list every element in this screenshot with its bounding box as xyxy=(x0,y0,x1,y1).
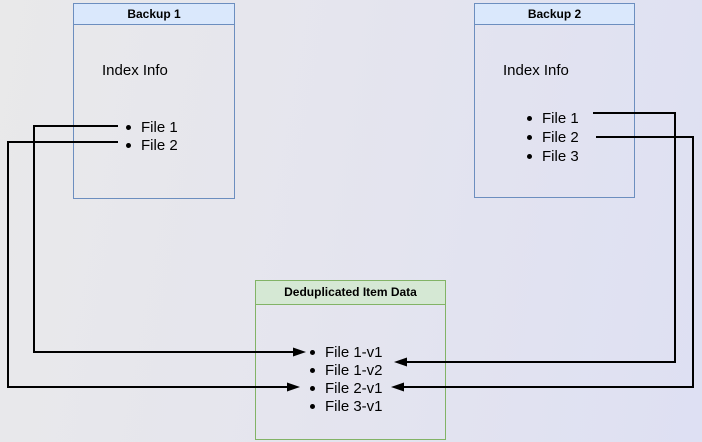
bullet-icon xyxy=(310,385,315,391)
list-item-label: File 2 xyxy=(542,129,579,146)
list-item-label: File 1-v1 xyxy=(325,344,383,361)
list-item: File 3-v1 xyxy=(310,398,383,416)
bullet-icon xyxy=(126,142,131,148)
bullet-icon xyxy=(310,349,315,355)
box-backup-1-title: Backup 1 xyxy=(74,4,234,25)
list-item: File 1 xyxy=(527,109,579,128)
list-item-label: File 1 xyxy=(141,119,178,136)
list-item: File 3 xyxy=(527,147,579,166)
bullet-icon xyxy=(310,403,315,409)
list-item-label: File 3-v1 xyxy=(325,398,383,415)
box-backup-2: Backup 2 Index Info File 1 File 2 File 3 xyxy=(474,3,635,198)
list-item: File 2 xyxy=(126,137,178,155)
bullet-icon xyxy=(527,153,532,159)
list-item: File 1-v1 xyxy=(310,344,383,362)
bullet-icon xyxy=(527,115,532,121)
bullet-icon xyxy=(527,134,532,140)
box-dedup-title: Deduplicated Item Data xyxy=(256,281,445,305)
box-backup-2-title: Backup 2 xyxy=(475,4,634,25)
bullet-icon xyxy=(310,367,315,373)
list-item-label: File 2 xyxy=(141,137,178,154)
list-item: File 1-v2 xyxy=(310,362,383,380)
list-item-label: File 1 xyxy=(542,110,579,127)
index-info-label: Index Info xyxy=(503,62,569,79)
list-item-label: File 3 xyxy=(542,148,579,165)
index-info-label: Index Info xyxy=(102,62,168,79)
list-item: File 1 xyxy=(126,119,178,137)
list-item: File 2 xyxy=(527,128,579,147)
list-item-label: File 2-v1 xyxy=(325,380,383,397)
list-item: File 2-v1 xyxy=(310,380,383,398)
list-item-label: File 1-v2 xyxy=(325,362,383,379)
file-list: File 1 File 2 File 3 xyxy=(527,109,579,166)
bullet-icon xyxy=(126,124,131,130)
